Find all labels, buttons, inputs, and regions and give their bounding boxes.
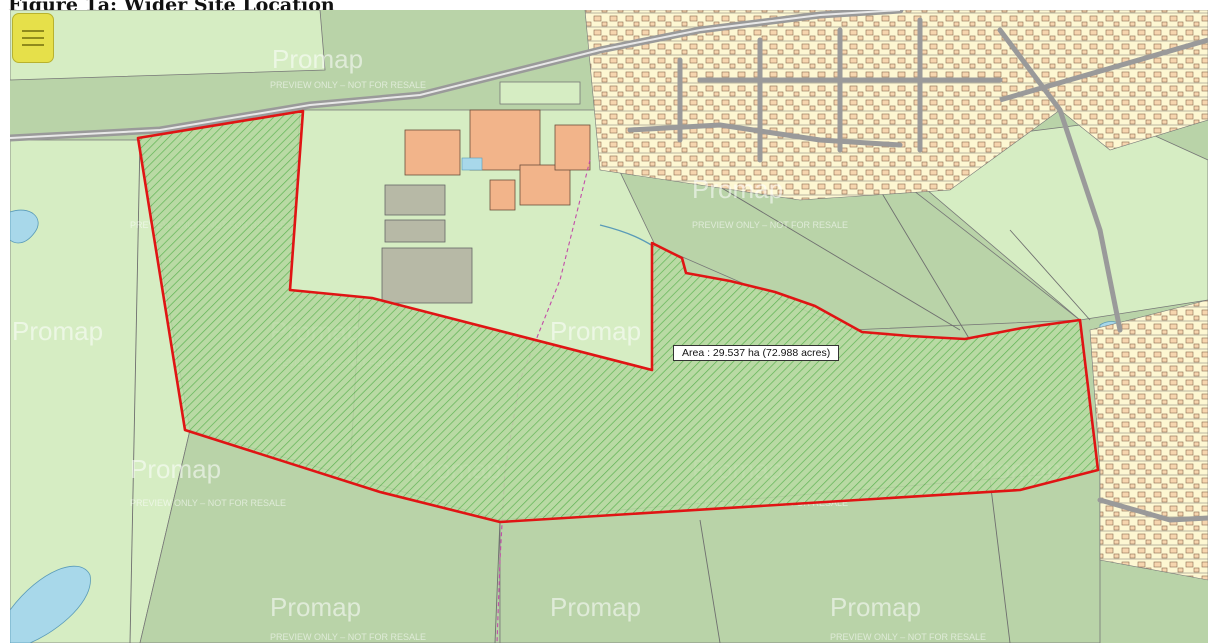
menu-bar (22, 30, 44, 32)
housing-estate (584, 10, 1208, 201)
estate-roads (627, 17, 1208, 523)
watermark-brand: Promap (130, 454, 221, 484)
field-north-west (10, 10, 326, 81)
watermark-brand: Promap (270, 592, 361, 622)
area-measurement-label: Area : 29.537 ha (72.988 acres) (673, 345, 840, 361)
pond-west (10, 209, 39, 244)
lake-south-west (10, 565, 91, 643)
watermark-brand: Promap (12, 316, 103, 346)
school-buildings (404, 109, 591, 211)
watermark-brand: Promap (550, 316, 641, 346)
menu-bar (22, 37, 44, 39)
menu-bar (22, 44, 44, 46)
housing-east-edge (1089, 299, 1208, 581)
watermark-notice: PREVIEW ONLY – NOT FOR RESALE (270, 80, 426, 90)
watermark-brand: Promap (830, 592, 921, 622)
school-sheds (381, 184, 473, 304)
watermark-brand: Promap (272, 44, 363, 74)
road-north-east (999, 37, 1208, 103)
map-title: Figure 1a: Wider Site Location (8, 0, 335, 10)
main-road-centre (10, 10, 901, 139)
pond-north (499, 81, 581, 105)
watermark-brand: Promap (692, 174, 783, 204)
watermark-notice: PREVIEW ONLY – NOT FOR RESALE (130, 498, 286, 508)
watermark-brand: Promap (550, 592, 641, 622)
hamburger-menu-icon[interactable] (12, 13, 54, 63)
site-location-map[interactable]: Promap Promap Promap Promap Promap Proma… (10, 10, 1208, 643)
watermark-notice: PREVIEW ONLY – NOT FOR RESALE (692, 220, 848, 230)
watermark-notice: PREVIEW ONLY – NOT FOR RESALE (270, 632, 426, 642)
school-pool (461, 157, 483, 171)
site-boundary[interactable] (136, 109, 1100, 524)
watermark-notice: PREVIEW ONLY – NOT FOR RESALE (830, 632, 986, 642)
